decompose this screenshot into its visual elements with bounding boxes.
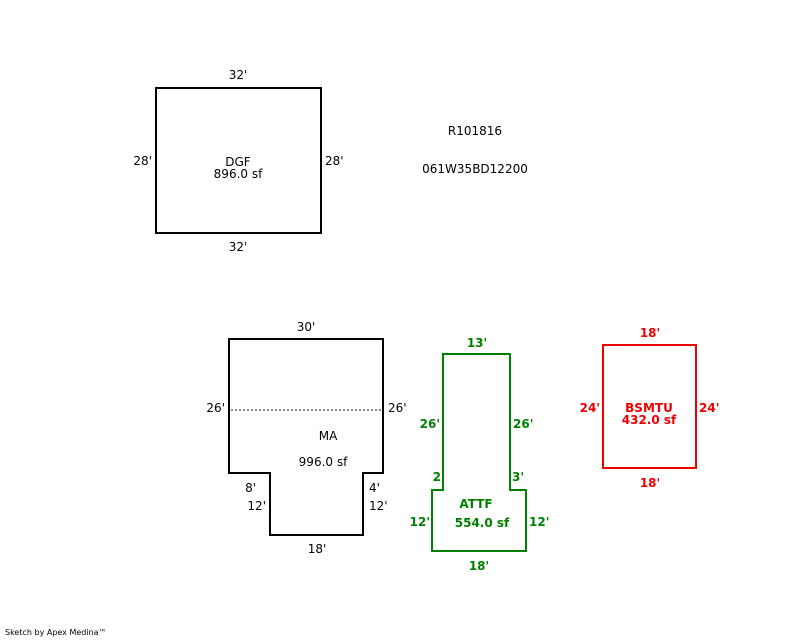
dgf-left-dimension: 28'	[133, 154, 152, 168]
attf-right-lower-dimension: 12'	[529, 515, 549, 529]
ma-right-step-dimension: 4'	[369, 481, 380, 495]
attf-right-upper-dimension: 26'	[513, 417, 533, 431]
ma-left-lower-dimension: 12'	[247, 499, 266, 513]
attf-outline[interactable]	[431, 353, 527, 552]
ma-label: MA	[319, 429, 338, 443]
ma-left-dimension: 26'	[206, 401, 225, 415]
attf-area: 554.0 sf	[455, 516, 510, 530]
footer-credit: Sketch by Apex Medina™	[5, 628, 107, 637]
parcel-id: R101816	[448, 124, 502, 138]
attf-left-step-dimension: 2	[433, 470, 441, 484]
ma-right-dimension: 26'	[388, 401, 407, 415]
attf-label: ATTF	[459, 497, 492, 511]
attf-left-upper-dimension: 26'	[420, 417, 440, 431]
ma-left-step-dimension: 8'	[245, 481, 256, 495]
attf-area: 13' 26' 26' 2 3' ATTF 554.0 sf 12' 12' 1…	[410, 336, 550, 573]
attf-right-step-dimension: 3'	[512, 470, 524, 484]
attf-top-dimension: 13'	[467, 336, 487, 350]
bsmtu-label: BSMTU	[625, 401, 673, 415]
bsmtu-bottom-dimension: 18'	[640, 476, 660, 490]
bsmtu-area: 432.0 sf	[622, 413, 677, 427]
attf-left-lower-dimension: 12'	[410, 515, 430, 529]
bsmtu-area: 18' 18' 24' 24' BSMTU 432.0 sf	[580, 326, 720, 490]
ma-top-dimension: 30'	[297, 320, 316, 334]
ma-right-lower-dimension: 12'	[369, 499, 388, 513]
ma-bottom-dimension: 18'	[308, 542, 327, 556]
bsmtu-right-dimension: 24'	[699, 401, 719, 415]
bsmtu-left-dimension: 24'	[580, 401, 600, 415]
ma-area: 30' 26' 26' MA 996.0 sf 8' 4' 12' 12' 18…	[206, 320, 406, 556]
map-number: 061W35BD12200	[422, 162, 528, 176]
dgf-area: 32' 32' 28' 28' DGF 896.0 sf	[133, 68, 343, 254]
dgf-top-dimension: 32'	[229, 68, 248, 82]
dgf-area: 896.0 sf	[214, 167, 263, 181]
dgf-right-dimension: 28'	[325, 154, 344, 168]
attf-bottom-dimension: 18'	[469, 559, 489, 573]
ma-outline[interactable]	[228, 338, 384, 536]
bsmtu-outline[interactable]	[602, 344, 697, 469]
dgf-outline[interactable]	[155, 87, 322, 234]
ma-area: 996.0 sf	[299, 455, 348, 469]
dgf-label: DGF	[225, 155, 251, 169]
dgf-bottom-dimension: 32'	[229, 240, 248, 254]
bsmtu-top-dimension: 18'	[640, 326, 660, 340]
